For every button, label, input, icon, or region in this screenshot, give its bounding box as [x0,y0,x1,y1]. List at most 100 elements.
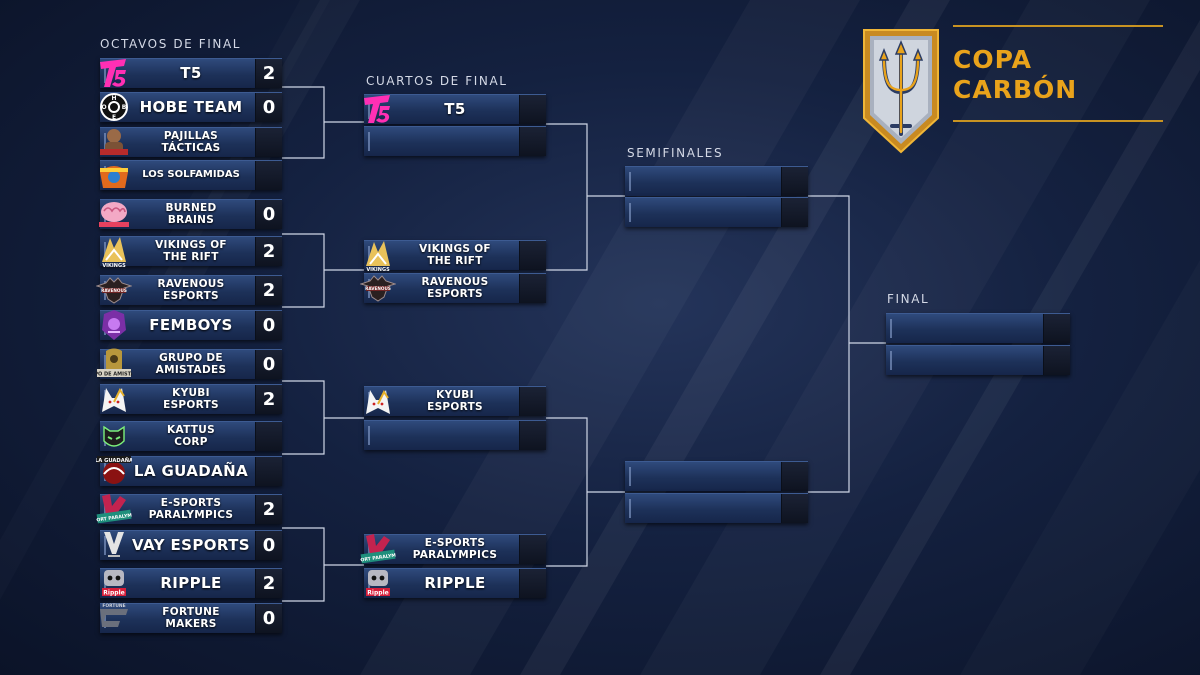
vay-esports-logo-icon [96,528,132,562]
team-score [519,95,546,124]
cuartos-slot-t5[interactable]: T5 [364,94,546,124]
round-label-semifinales: SEMIFINALES [627,146,724,160]
grupo-de-amistades-logo-icon: GRUPO DE AMISTADES [96,347,132,381]
team-name: T5 [180,63,202,82]
team-name: KATTUS CORP [167,424,215,448]
team-score: 0 [255,200,282,229]
team-score: 0 [255,311,282,340]
final-slot-empty[interactable] [886,313,1070,343]
semifinales-slot-empty[interactable] [625,461,808,491]
slot-notch [104,355,106,374]
slot-notch [368,100,370,119]
team-name: GRUPO DE AMISTADES [155,352,227,376]
team-score [519,274,546,303]
team-score [255,457,282,486]
team-name: LOS SOLFAMIDAS [142,169,240,181]
team-score [781,494,808,523]
team-name: VAY ESPORTS [132,535,250,554]
team-score [255,161,282,190]
team-name: E-SPORTS PARALYMPICS [148,497,234,521]
team-score [519,241,546,270]
los-solfamidas-logo-icon [96,158,132,192]
octavos-slot-los-solfamidas[interactable]: LOS SOLFAMIDAS [100,160,282,190]
team-name: VIKINGS OF THE RIFT [419,243,491,267]
team-name [655,462,778,491]
copa-carbon-shield-logo [860,26,942,160]
cuartos-slot-empty[interactable] [364,420,546,450]
kattus-corp-logo-icon [96,419,132,453]
team-name [655,198,778,227]
team-name [394,421,516,450]
team-name [655,494,778,523]
team-score: 0 [255,604,282,633]
t5-logo-icon [96,56,132,90]
team-name: VIKINGS OF THE RIFT [155,239,227,263]
team-name: RIPPLE [160,573,222,592]
fortune-makers-logo-icon: FORTUNE [96,601,132,635]
semifinales-slot-empty[interactable] [625,197,808,227]
team-name [916,314,1040,343]
vikings-of-the-rift-logo-icon: VIKINGS [360,238,396,272]
team-name: T5 [444,99,466,118]
ripple-logo-icon: Ripple [96,566,132,600]
svg-text:RAVENOUS: RAVENOUS [101,288,127,293]
cuartos-slot-empty[interactable] [364,126,546,156]
team-name [916,346,1040,375]
t5-logo-icon [360,92,396,126]
team-name: RAVENOUS ESPORTS [157,278,225,302]
esports-paralympics-logo-icon: E-SPORT PARALYMPICS [96,492,132,526]
slot-notch [629,467,631,486]
final-slot-empty[interactable] [886,345,1070,375]
octavos-slot-pajillas-tacticas[interactable]: PAJILLAS TÁCTICAS [100,127,282,157]
svg-text:E: E [112,114,116,121]
kyubi-esports-logo-icon [360,384,396,418]
slot-notch [104,242,106,261]
ravenous-esports-logo-icon: RAVENOUS [96,273,132,307]
semifinales-slot-empty[interactable] [625,166,808,196]
svg-text:O: O [101,104,106,111]
slot-notch [890,319,892,338]
round-label-cuartos: CUARTOS DE FINAL [366,74,508,88]
team-score: 2 [255,569,282,598]
team-name [394,127,516,156]
team-score [255,422,282,451]
slot-notch [368,246,370,265]
team-score [1043,314,1070,343]
kyubi-esports-logo-icon [96,382,132,416]
la-guadana-logo-icon: LA GUADAÑA [96,454,132,488]
esports-paralympics-logo-icon: E-SPORT PARALYMPICS [360,532,396,566]
team-score [255,128,282,157]
semifinales-slot-empty[interactable] [625,493,808,523]
octavos-slot-kattus-corp[interactable]: KATTUS CORP [100,421,282,451]
octavos-slot-burned-brains[interactable]: BURNED BRAINS 0 [99,199,282,229]
team-name [655,167,778,196]
team-score: 0 [255,350,282,379]
team-name: BURNED BRAINS [165,202,217,226]
brand-title-line2: CARBÓN [953,75,1078,104]
cuartos-slot-kyubi-esports[interactable]: KYUBI ESPORTS [364,386,546,416]
svg-text:Ripple: Ripple [367,590,388,597]
team-score [519,127,546,156]
ripple-logo-icon: Ripple [360,566,396,600]
burned-brains-logo-icon [96,197,132,231]
slot-notch [104,133,106,152]
svg-text:RAVENOUS: RAVENOUS [365,286,391,291]
octavos-slot-grupo-de-amistades[interactable]: GRUPO DE AMISTADES GRUPO DE AMISTADES 0 [96,348,282,379]
